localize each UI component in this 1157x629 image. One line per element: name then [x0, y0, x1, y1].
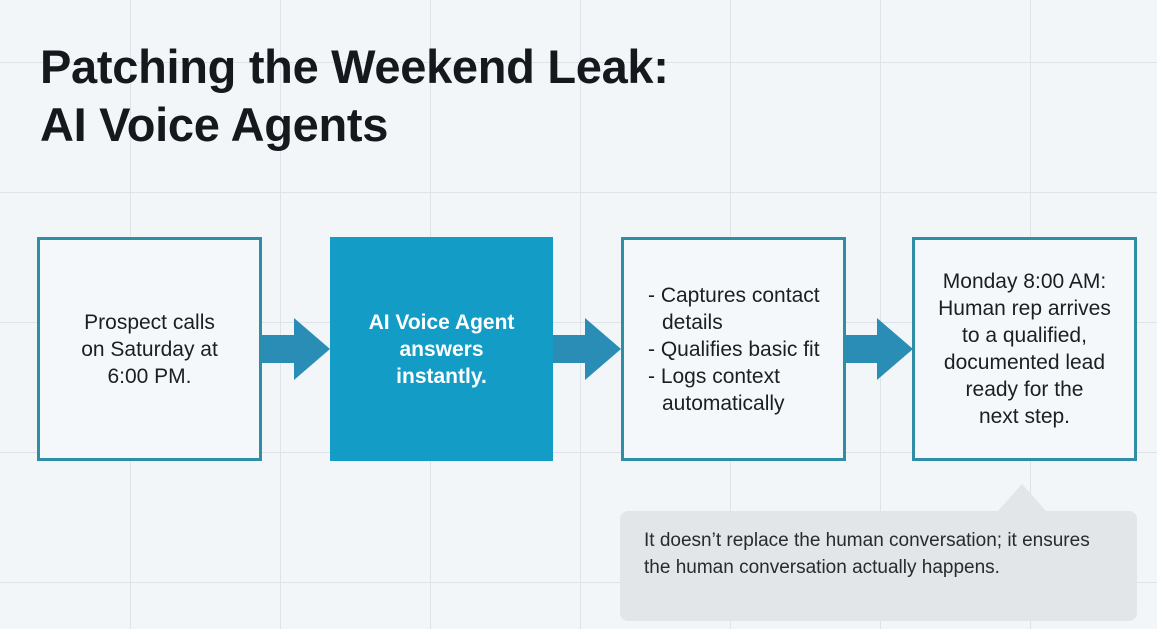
step-ai-agent-answers-text: AI Voice Agent answers instantly.	[368, 310, 515, 388]
flow-arrow-2	[553, 318, 621, 380]
step-prospect-calls-text: Prospect calls on Saturday at 6:00 PM.	[81, 310, 218, 388]
step-agent-actions-box: Captures contact details Qualifies basic…	[621, 237, 846, 461]
flow-arrow-3	[845, 318, 913, 380]
title-line-2: AI Voice Agents	[40, 98, 389, 151]
agent-action-item: Logs context automatically	[648, 363, 843, 417]
callout-note-text: It doesn’t replace the human conversatio…	[644, 530, 1090, 578]
step-ai-agent-answers-box: AI Voice Agent answers instantly.	[330, 237, 553, 461]
step-human-rep-box: Monday 8:00 AM: Human rep arrives to a q…	[912, 237, 1137, 461]
title-line-1: Patching the Weekend Leak:	[40, 40, 669, 93]
step-human-rep-text: Monday 8:00 AM: Human rep arrives to a q…	[938, 270, 1111, 428]
agent-action-item: Qualifies basic fit	[648, 336, 843, 363]
page-title: Patching the Weekend Leak: AI Voice Agen…	[40, 38, 669, 154]
callout-pointer	[997, 484, 1047, 512]
callout-note: It doesn’t replace the human conversatio…	[620, 511, 1137, 621]
step-prospect-calls-box: Prospect calls on Saturday at 6:00 PM.	[37, 237, 262, 461]
agent-action-item: Captures contact details	[648, 282, 843, 336]
flow-arrow-1	[262, 318, 330, 380]
agent-actions-list: Captures contact details Qualifies basic…	[624, 282, 843, 417]
